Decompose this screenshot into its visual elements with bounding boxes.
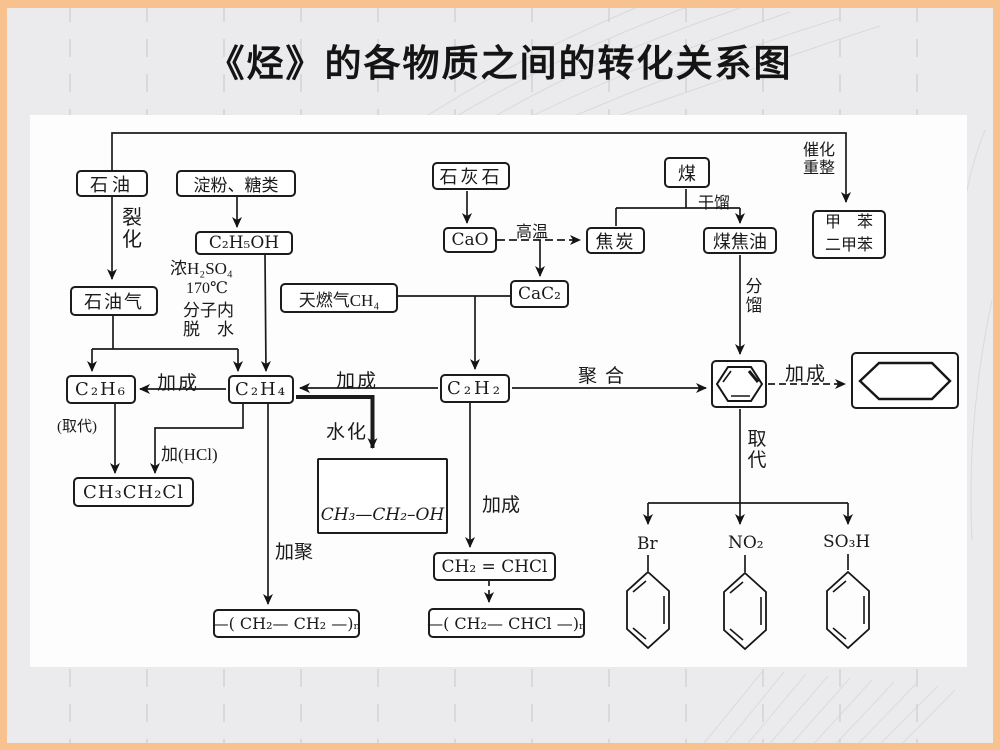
label-170c: 170℃	[186, 280, 228, 297]
xylene-label: 二甲苯	[824, 236, 873, 254]
label-polymerization: 聚合	[578, 366, 633, 387]
label-addition-to-c2h6: 加成	[157, 373, 200, 394]
toluene-label: 甲 苯	[824, 214, 873, 232]
label-addition-to-c2h4: 加成	[336, 371, 379, 392]
node-c2h6: C₂H₆	[66, 375, 136, 404]
node-benzene	[711, 360, 767, 408]
benzenesulfonic-substituent-label: SO₃H	[823, 532, 871, 552]
label-addition-to-vinyl-chloride: 加成	[482, 495, 521, 516]
label-catalytic-reforming: 催化重整	[802, 142, 835, 177]
node-chloroethane: CH₃CH₂Cl	[73, 477, 194, 507]
node-ethanol-product: CH₃—CH₂–OH	[317, 458, 448, 534]
node-pvc: —( CH₂— CHCl —)ₙ	[427, 608, 586, 638]
node-coal-tar: 煤焦油	[703, 227, 777, 254]
label-add-hcl: 加(HCl)	[161, 445, 218, 464]
node-c2h4: C₂H₄	[228, 375, 294, 404]
label-dry-distillation: 干馏	[698, 195, 731, 212]
node-cao: CaO	[443, 227, 497, 253]
node-vinyl-chloride: CH₂ = CHCl	[433, 552, 556, 581]
bromobenzene-substituent-label: Br	[637, 534, 658, 554]
nitrobenzene-substituent-label: NO₂	[728, 533, 764, 553]
page-title: 《烃》的各物质之间的转化关系图	[207, 43, 793, 84]
benzene-ring-icon	[715, 366, 764, 402]
label-conc-h2so4: 浓H₂SO₄	[170, 259, 233, 278]
label-addition-to-cyclohexane: 加成	[785, 364, 828, 385]
label-dehydration: 脱 水	[183, 320, 234, 339]
label-substitution: 取代	[747, 429, 767, 472]
node-petroleum-gas: 石油气	[70, 286, 158, 316]
label-addition-polymerization: 加聚	[275, 542, 314, 563]
label-substitution-note: (取代)	[57, 419, 97, 435]
node-petroleum: 石油	[76, 170, 148, 197]
node-starch-sugar: 淀粉、糖类	[176, 170, 296, 197]
node-natural-gas: 天燃气CH₄	[280, 283, 398, 313]
label-high-temp: 高温	[516, 224, 549, 241]
node-ethanol-c2h5oh: C₂H₅OH	[195, 231, 293, 255]
label-fractionation: 分馏	[745, 277, 763, 316]
node-coal: 煤	[664, 157, 710, 188]
label-cracking: 裂化	[122, 207, 142, 252]
node-coke: 焦炭	[586, 227, 645, 254]
cyclohexane-ring-icon	[858, 361, 952, 400]
label-hydration: 水化	[326, 422, 369, 443]
node-cac2: CaC₂	[510, 280, 569, 308]
node-toluene-xylene: 甲 苯 二甲苯	[812, 210, 886, 259]
node-polyethylene: —( CH₂— CH₂ —)ₙ	[213, 609, 360, 638]
node-limestone: 石灰石	[432, 162, 510, 190]
node-c2h2: C₂H₂	[440, 374, 510, 403]
node-cyclohexane	[851, 352, 959, 409]
